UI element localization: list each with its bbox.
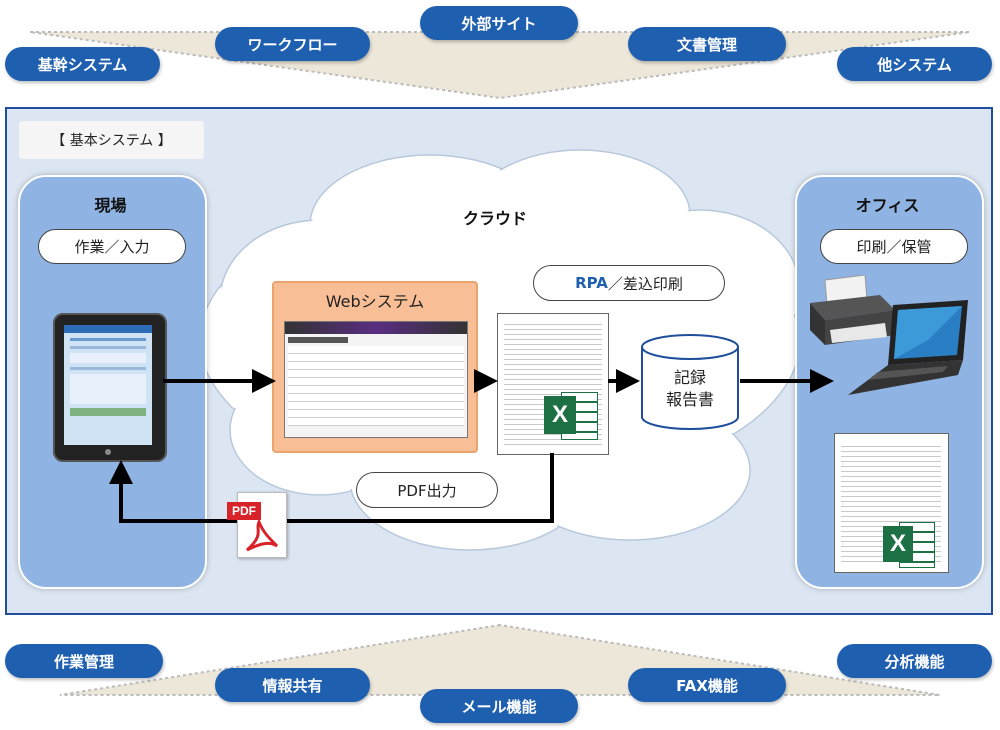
tablet-icon bbox=[53, 313, 167, 462]
feature-other-systems: 他システム bbox=[837, 47, 992, 81]
feature-information-sharing: 情報共有 bbox=[215, 668, 370, 702]
office-title: オフィス bbox=[855, 196, 920, 215]
record-line2: 報告書 bbox=[665, 390, 714, 409]
web-system-title: Webシステム bbox=[325, 292, 425, 311]
printer-icon bbox=[810, 275, 895, 345]
feature-core-system: 基幹システム bbox=[5, 47, 160, 81]
cloud-title: クラウド bbox=[462, 209, 527, 228]
feature-analysis: 分析機能 bbox=[837, 644, 992, 678]
office-tag: 印刷／保管 bbox=[820, 229, 968, 264]
rpa-tag: RPA／差込印刷 bbox=[533, 265, 725, 301]
pdf-icon: PDF bbox=[227, 492, 287, 558]
rpa-suffix-label: ／差込印刷 bbox=[607, 274, 683, 293]
feature-workflow: ワークフロー bbox=[215, 27, 370, 61]
feature-fax: FAX機能 bbox=[628, 668, 786, 702]
office-report-document bbox=[834, 433, 949, 573]
feature-external-site: 外部サイト bbox=[420, 6, 578, 40]
excel-icon: X bbox=[883, 520, 935, 568]
basic-system-label: 【 基本システム 】 bbox=[19, 121, 204, 159]
rpa-label: RPA bbox=[575, 274, 608, 292]
field-title: 現場 bbox=[94, 196, 127, 215]
record-line1: 記録 bbox=[673, 368, 706, 387]
feature-mail: メール機能 bbox=[420, 689, 578, 723]
arrow-pdf-return bbox=[109, 453, 554, 523]
pdf-output-tag: PDF出力 bbox=[356, 472, 498, 508]
web-system-box: Webシステム bbox=[272, 281, 478, 453]
record-report-label: 記録 報告書 bbox=[640, 367, 740, 411]
cloud-excel-icon: X bbox=[544, 390, 598, 440]
feature-document-management: 文書管理 bbox=[628, 27, 786, 61]
field-tag: 作業／入力 bbox=[38, 229, 186, 264]
database-icon bbox=[641, 334, 739, 430]
feature-work-management: 作業管理 bbox=[5, 644, 163, 678]
web-system-screen bbox=[284, 321, 468, 438]
laptop-icon bbox=[848, 300, 968, 395]
